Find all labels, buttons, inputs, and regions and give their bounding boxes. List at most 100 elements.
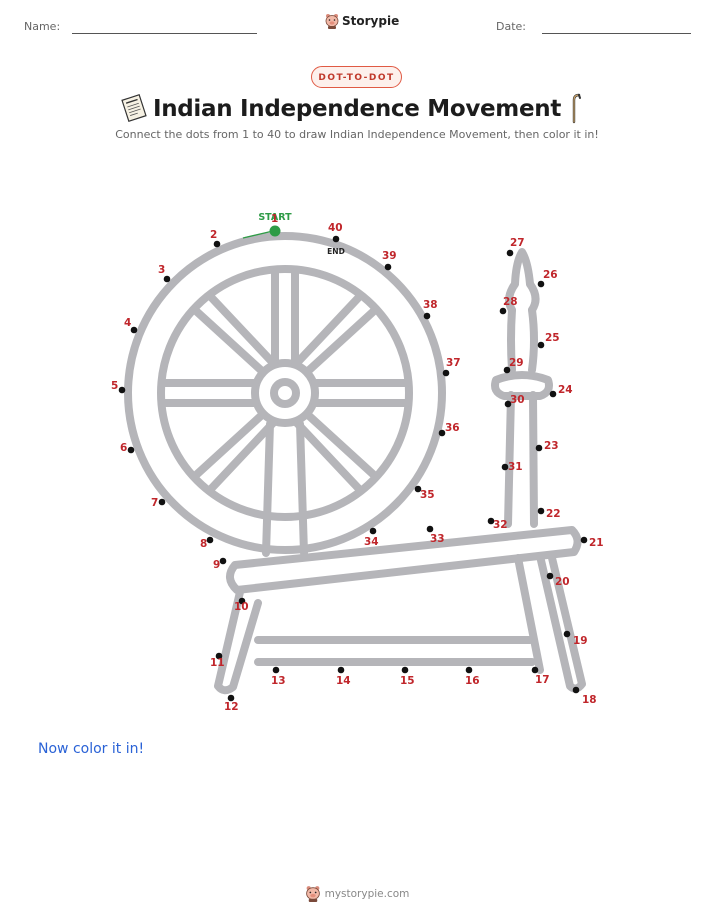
brand-name: Storypie: [342, 14, 400, 28]
dot-36: [438, 429, 446, 437]
dot-22: [537, 507, 545, 515]
dot-number-6: 6: [120, 442, 127, 454]
dot-28: [499, 307, 507, 315]
footer-url: mystorypie.com: [324, 887, 410, 900]
dot-25: [537, 341, 545, 349]
color-it-in-prompt: Now color it in!: [38, 741, 145, 757]
pig-mascot-icon: [305, 886, 320, 902]
title-row: Indian Independence Movement: [0, 92, 714, 126]
dot-38: [423, 312, 431, 320]
dot-number-39: 39: [382, 250, 397, 262]
newspaper-icon: [121, 94, 147, 122]
dot-16: [465, 666, 473, 674]
dot-number-18: 18: [582, 694, 597, 706]
dot-20: [546, 572, 554, 580]
dot-37: [442, 369, 450, 377]
dot-34: [369, 527, 377, 535]
dot-number-17: 17: [535, 674, 550, 686]
start-label: START: [258, 212, 292, 223]
dot-number-35: 35: [420, 489, 435, 501]
dot-number-20: 20: [555, 576, 570, 588]
dot-number-2: 2: [210, 229, 217, 241]
dot-33: [426, 525, 434, 533]
dot-32: [487, 517, 495, 525]
dot-12: [227, 694, 235, 702]
dot-9: [219, 557, 227, 565]
start-dot: [269, 225, 281, 237]
dot-15: [401, 666, 409, 674]
dot-3: [163, 275, 171, 283]
dot-number-33: 33: [430, 533, 445, 545]
dot-29: [503, 366, 511, 374]
dot-27: [506, 249, 514, 257]
pig-mascot-icon: [325, 14, 339, 29]
dot-number-19: 19: [573, 635, 588, 647]
dot-number-1: 1: [271, 213, 278, 225]
instructions: Connect the dots from 1 to 40 to draw In…: [115, 128, 599, 141]
name-line: [72, 33, 257, 34]
start-pointer-line: [242, 230, 274, 239]
date-line: [542, 33, 691, 34]
dot-number-21: 21: [589, 537, 604, 549]
dot-number-25: 25: [545, 332, 560, 344]
dot-number-22: 22: [546, 508, 561, 520]
walking-stick-icon: [572, 93, 581, 124]
dot-number-11: 11: [210, 657, 225, 669]
name-label: Name:: [24, 20, 61, 33]
dot-23: [535, 444, 543, 452]
dot-30: [504, 400, 512, 408]
dot-21: [580, 536, 588, 544]
dot-number-27: 27: [510, 237, 525, 249]
footer: mystorypie.com: [0, 885, 714, 902]
dot-number-24: 24: [558, 384, 573, 396]
dot-number-34: 34: [364, 536, 379, 548]
dot-number-40: 40: [328, 222, 343, 234]
dot-8: [206, 536, 214, 544]
dot-number-36: 36: [445, 422, 460, 434]
dot-10: [238, 597, 246, 605]
dot-number-10: 10: [234, 601, 249, 613]
dot-19: [563, 630, 571, 638]
dot-number-7: 7: [151, 497, 158, 509]
dot-24: [549, 390, 557, 398]
dot-5: [118, 386, 126, 394]
dot-number-13: 13: [271, 675, 286, 687]
dot-number-9: 9: [213, 559, 220, 571]
dot-number-12: 12: [224, 701, 239, 713]
spinning-wheel-outline: [124, 232, 586, 695]
dot-number-31: 31: [508, 461, 523, 473]
dot-number-29: 29: [509, 357, 524, 369]
dot-35: [414, 485, 422, 493]
dot-number-28: 28: [503, 296, 518, 308]
dot-number-4: 4: [124, 317, 131, 329]
date-label: Date:: [496, 20, 526, 33]
dot-number-26: 26: [543, 269, 558, 281]
activity-badge: DOT-TO-DOT: [311, 66, 402, 88]
dot-26: [537, 280, 545, 288]
dot-number-30: 30: [510, 394, 525, 406]
dot-number-37: 37: [446, 357, 461, 369]
dot-number-16: 16: [465, 675, 480, 687]
dot-number-15: 15: [400, 675, 415, 687]
dot-6: [127, 446, 135, 454]
dot-11: [215, 652, 223, 660]
dot-18: [572, 686, 580, 694]
dot-13: [272, 666, 280, 674]
worksheet-header: Name: Storypie Date:: [0, 0, 714, 50]
dot-number-32: 32: [493, 519, 508, 531]
dot-2: [213, 240, 221, 248]
dot-14: [337, 666, 345, 674]
dot-40: [332, 235, 340, 243]
dot-number-14: 14: [336, 675, 351, 687]
dot-number-23: 23: [544, 440, 559, 452]
dot-4: [130, 326, 138, 334]
dot-number-38: 38: [423, 299, 438, 311]
dot-number-3: 3: [158, 264, 165, 276]
brand: Storypie: [325, 13, 399, 29]
dot-39: [384, 263, 392, 271]
dot-31: [501, 463, 509, 471]
page-title: Indian Independence Movement: [152, 96, 562, 122]
dot-17: [531, 666, 539, 674]
